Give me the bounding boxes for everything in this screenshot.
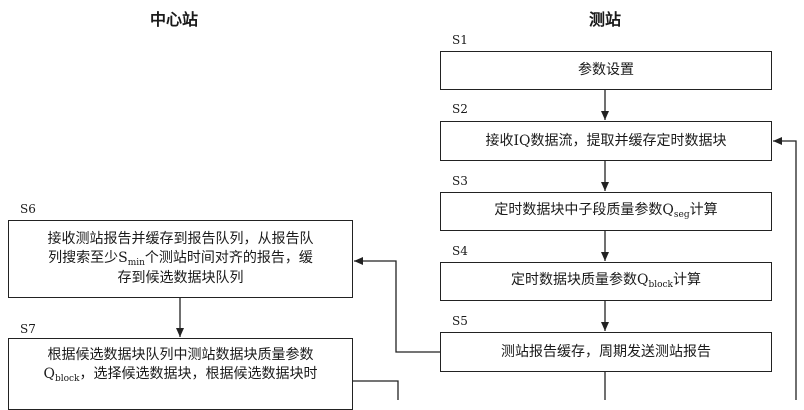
step-text-s2: 接收IQ数据流，提取并缓存定时数据块 [485, 132, 727, 149]
step-label-s5: S5 [452, 314, 468, 328]
step-box-s1: 参数设置 [440, 51, 772, 90]
step-box-s2: 接收IQ数据流，提取并缓存定时数据块 [440, 121, 772, 161]
step-label-s3: S3 [452, 174, 468, 188]
step-text-s1: 参数设置 [578, 62, 634, 79]
arrow-s5-s6 [354, 257, 440, 353]
step-text-s6: 接收测站报告并缓存到报告队列，从报告队 列搜索至少Smin个测站时间对齐的报告，… [47, 231, 314, 287]
line-s7-right [353, 380, 399, 400]
step-box-s3: 定时数据块中子段质量参数Qseg计算 [440, 192, 772, 231]
step-label-s1: S1 [452, 33, 468, 47]
step-box-s5: 测站报告缓存，周期发送测站报告 [440, 332, 772, 372]
center-station-title: 中心站 [150, 10, 199, 29]
station-title: 测站 [589, 10, 622, 29]
step-label-s4: S4 [452, 244, 468, 258]
step-box-s4: 定时数据块质量参数Qblock计算 [440, 262, 772, 301]
step-text-s7: 根据候选数据块队列中测站数据块质量参数 Qblock，选择候选数据块，根据候选数… [43, 347, 318, 384]
arrow-feedback-s2 [773, 137, 797, 400]
step-label-s7: S7 [20, 322, 36, 336]
connector-layer [176, 90, 797, 400]
step-label-s6: S6 [20, 202, 36, 216]
step-text-s4: 定时数据块质量参数Qblock计算 [510, 272, 702, 291]
step-label-s2: S2 [452, 102, 468, 116]
step-box-s6: 接收测站报告并缓存到报告队列，从报告队 列搜索至少Smin个测站时间对齐的报告，… [8, 220, 353, 298]
step-text-s5: 测站报告缓存，周期发送测站报告 [501, 343, 711, 360]
step-text-s3: 定时数据块中子段质量参数Qseg计算 [494, 202, 718, 221]
